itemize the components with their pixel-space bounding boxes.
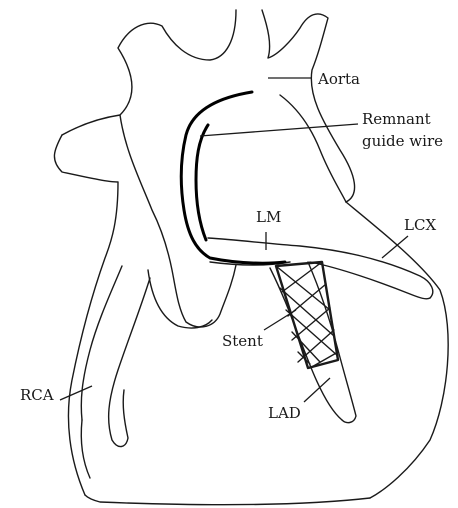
aorta-label: Aorta [317, 70, 360, 88]
right-atrium-outline [148, 270, 212, 328]
lad-label: LAD [268, 404, 301, 422]
guide-wire-inner [196, 125, 208, 240]
rca-vessel-branch [109, 278, 150, 447]
remnant-label-line1: Remnant [362, 110, 431, 128]
stent-leader [264, 310, 296, 330]
stent [276, 262, 338, 368]
left-heart-border [346, 202, 448, 498]
aortic-arch-inner [280, 95, 346, 202]
rca-label: RCA [20, 386, 54, 404]
rca-leader [60, 386, 92, 400]
right-heart-border [54, 135, 118, 495]
bottom-heart-border [85, 495, 370, 505]
remnant-label-line2: guide wire [362, 132, 443, 150]
pulmonary-trunk-outline [120, 115, 236, 327]
rca-lower-branch [81, 420, 90, 478]
remnant-leader [200, 124, 358, 136]
rca-vessel [81, 266, 122, 420]
lcx-label: LCX [404, 216, 436, 234]
stent-label: Stent [222, 332, 263, 350]
lcx-leader [382, 236, 408, 258]
lm-label: LM [256, 208, 281, 226]
lad-vessel-right [308, 262, 356, 423]
